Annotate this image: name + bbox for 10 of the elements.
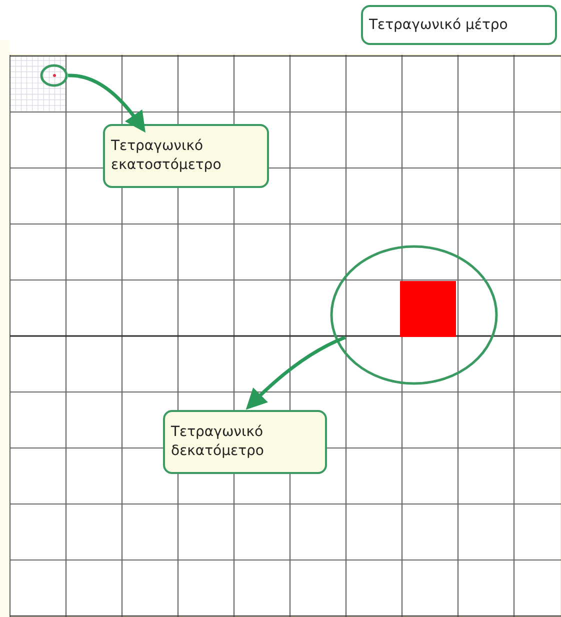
- highlight-ellipse: [330, 245, 498, 385]
- highlight-ellipse: [40, 64, 68, 87]
- label-text: Τετραγωνικό δεκατόμετρο: [171, 423, 265, 461]
- curved-arrow: [246, 336, 346, 410]
- label-box: [163, 410, 327, 474]
- label-box: [361, 5, 557, 45]
- label-text: Τετραγωνικό εκατοστόμετρο: [111, 137, 222, 175]
- curved-arrow: [68, 74, 146, 132]
- label-text: Τετραγωνικό μέτρο: [369, 16, 509, 34]
- label-box: [103, 124, 269, 188]
